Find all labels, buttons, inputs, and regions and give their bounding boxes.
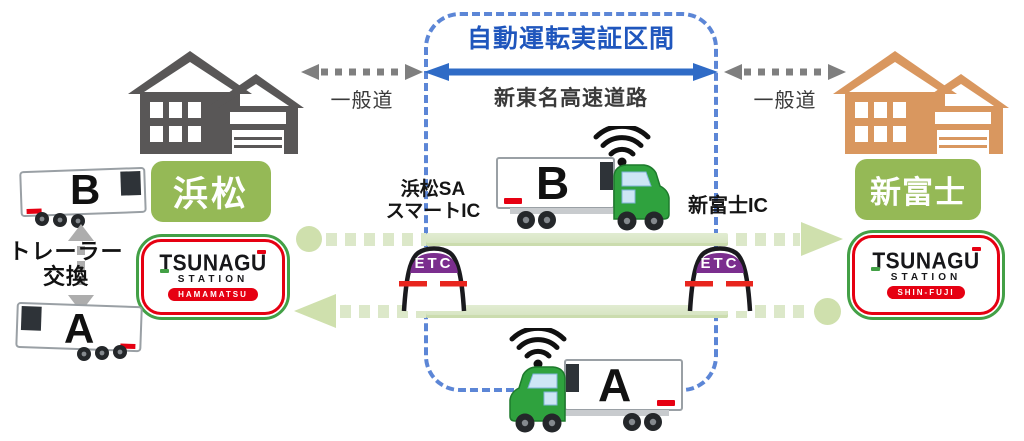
city-label-shinfuji: 新富士 — [855, 159, 981, 220]
brand-truck-red-icon — [972, 247, 981, 251]
brand-truck-green-icon — [160, 269, 169, 273]
demo-zone-title: 自動運転実証区間 — [466, 25, 675, 53]
cargo-letter: A — [598, 359, 632, 411]
route-bottom-dashed-right — [736, 305, 804, 318]
warehouse-icon — [833, 51, 1009, 154]
autonomous-truck-top: B — [496, 126, 673, 234]
highway-name: 新東名高速道路 — [494, 87, 648, 110]
warehouse-icon — [128, 51, 304, 154]
brand-sub-text: STATION — [177, 273, 249, 285]
vertical-swap-arrow-icon — [68, 224, 94, 312]
tsunagu-station-logo-left: TSUNAGU STATION HAMAMATSU — [136, 234, 290, 320]
ic-label-hamamatsu-sa: 浜松SA スマートIC — [368, 179, 498, 223]
location-tag: SHIN-FUJI — [887, 285, 965, 300]
ic-label-shinfuji: 新富士IC — [688, 195, 768, 217]
tsunagu-station-logo-right: TSUNAGU STATION SHIN-FUJI — [847, 230, 1005, 320]
trailer-exchange-line2: 交換 — [42, 264, 89, 289]
route-dot-icon — [296, 226, 322, 252]
etc-gate-label-left: ETC — [414, 254, 454, 272]
route-dot-icon — [814, 298, 841, 325]
autonomous-truck-bottom: A — [506, 328, 683, 436]
route-top-dashed-right — [736, 233, 800, 246]
cargo-letter: A — [64, 305, 95, 352]
route-top-dashed-left — [326, 233, 426, 246]
ic-label-line2: スマートIC — [385, 201, 481, 222]
location-tag: HAMAMATSU — [168, 287, 258, 302]
route-top-highway-band — [426, 233, 728, 246]
trailer-icon — [19, 166, 147, 228]
brand-truck-green-icon — [871, 267, 880, 271]
trailer-bottom: A — [12, 300, 144, 362]
brand-text: TSUNAGU — [872, 248, 980, 274]
ic-label-line1: 浜松SA — [400, 179, 466, 200]
brand-truck-red-icon — [257, 250, 266, 254]
truck-icon — [496, 157, 670, 231]
cargo-letter: B — [70, 166, 101, 213]
trailer-exchange-label: トレーラー 交換 — [2, 239, 130, 289]
trailer-top: B — [18, 165, 148, 229]
route-arrowhead-icon — [801, 222, 843, 256]
route-bottom-highway-band — [426, 305, 728, 318]
cargo-letter: B — [536, 157, 570, 209]
wifi-icon — [593, 126, 651, 167]
trailer-exchange-line1: トレーラー — [8, 239, 124, 264]
double-arrow-gray-icon — [301, 64, 423, 80]
etc-gate-label-right: ETC — [700, 254, 740, 272]
brand-sub-text: STATION — [890, 271, 962, 283]
general-road-label-right: 一般道 — [753, 89, 817, 112]
brand-text: TSUNAGU — [159, 250, 267, 276]
double-arrow-gray-icon — [724, 64, 846, 80]
city-label-hamamatsu: 浜松 — [151, 161, 271, 222]
general-road-label-left: 一般道 — [330, 89, 394, 112]
etc-gate-icon — [685, 246, 753, 312]
etc-gate-icon — [399, 246, 467, 312]
trailer-icon — [15, 301, 143, 361]
double-arrow-blue-icon — [424, 63, 718, 81]
truck-icon — [509, 359, 683, 433]
route-arrowhead-icon — [294, 294, 336, 328]
